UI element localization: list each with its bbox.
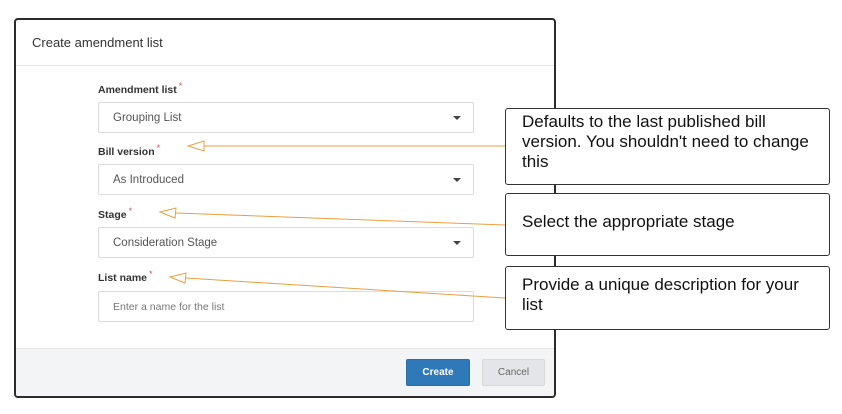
list-name-callout: Provide a unique description for your li…	[505, 266, 830, 330]
required-asterisk: *	[149, 269, 153, 279]
modal-footer: Create Cancel	[16, 348, 554, 396]
modal-header: Create amendment list	[16, 20, 554, 66]
required-asterisk: *	[156, 143, 161, 153]
amendment-list-label: Amendment list*	[98, 81, 183, 96]
bill-version-callout: Defaults to the last published bill vers…	[505, 108, 830, 185]
bill-version-value: As Introduced	[113, 173, 184, 186]
stage-label-text: Stage	[98, 209, 127, 221]
caret-down-icon	[453, 178, 461, 182]
bill-version-label-text: Bill version	[98, 146, 155, 158]
caret-down-icon	[453, 116, 461, 120]
modal-title: Create amendment list	[32, 35, 163, 50]
create-button[interactable]: Create	[406, 359, 470, 386]
caret-down-icon	[453, 241, 461, 245]
required-asterisk: *	[178, 81, 183, 91]
bill-version-label: Bill version*	[98, 143, 161, 158]
stage-select[interactable]: Consideration Stage	[98, 227, 474, 258]
amendment-list-select[interactable]: Grouping List	[98, 102, 474, 133]
stage-value: Consideration Stage	[113, 236, 218, 249]
modal-body: Amendment list* Grouping List Bill versi…	[16, 66, 554, 350]
amendment-list-value: Grouping List	[113, 111, 182, 124]
amendment-list-label-text: Amendment list	[98, 84, 177, 96]
stage-callout: Select the appropriate stage	[505, 193, 830, 256]
list-name-label-text: List name	[98, 272, 148, 284]
list-name-input[interactable]	[98, 291, 474, 322]
cancel-button[interactable]: Cancel	[482, 359, 545, 386]
stage-label: Stage*	[98, 206, 133, 221]
required-asterisk: *	[128, 206, 133, 216]
bill-version-select[interactable]: As Introduced	[98, 164, 474, 195]
list-name-label: List name*	[98, 269, 153, 284]
create-amendment-list-modal: Create amendment list Amendment list* Gr…	[14, 18, 556, 398]
